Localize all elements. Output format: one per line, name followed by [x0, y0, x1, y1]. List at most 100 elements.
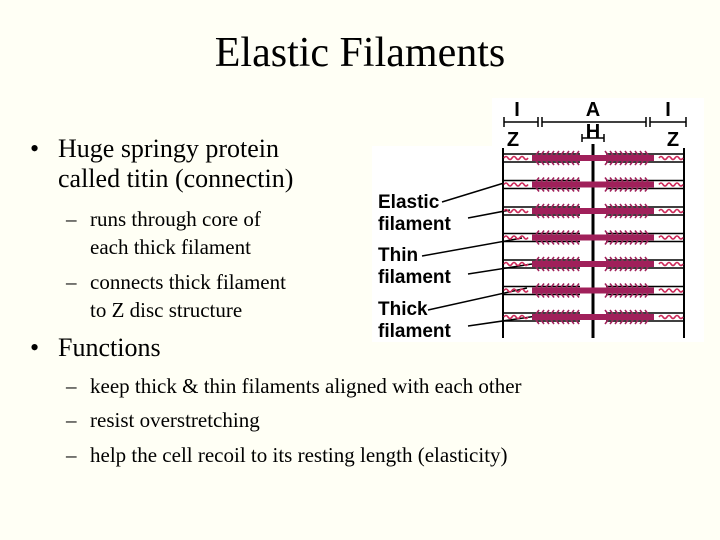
myosin-head — [619, 177, 624, 182]
myosin-head — [555, 203, 560, 209]
myosin-head — [535, 293, 540, 298]
myosin-head — [535, 256, 540, 262]
myosin-head — [604, 283, 609, 288]
myosin-head — [644, 309, 649, 315]
label-thin-1: Thin — [378, 245, 418, 266]
myosin-head — [639, 187, 644, 192]
myosin-head — [619, 309, 624, 315]
myosin-head — [629, 203, 634, 209]
myosin-head — [639, 293, 644, 298]
myosin-head — [614, 160, 619, 166]
myosin-head — [565, 240, 570, 245]
myosin-head — [604, 240, 609, 245]
myosin-head — [619, 293, 624, 298]
myosin-head — [560, 319, 565, 325]
myosin-head — [545, 309, 550, 315]
myosin-head — [565, 203, 570, 209]
myosin-head — [629, 230, 634, 235]
myosin-head — [535, 203, 540, 209]
myosin-head — [609, 319, 614, 325]
myosin-head — [565, 256, 570, 262]
myosin-head — [614, 319, 619, 325]
myosin-head — [634, 240, 639, 245]
myosin-head — [614, 293, 619, 298]
myosin-head — [555, 150, 560, 156]
band-label-h: H — [586, 121, 600, 143]
band-label-a: A — [586, 99, 600, 121]
myosin-head — [560, 293, 565, 298]
myosin-head — [634, 293, 639, 298]
myosin-head — [614, 177, 619, 182]
myosin-head — [550, 213, 555, 219]
label-thick-2: filament — [378, 321, 452, 342]
myosin-head — [540, 230, 545, 235]
myosin-head — [575, 319, 580, 325]
myosin-head — [560, 240, 565, 245]
sub-text: help the cell recoil to its resting leng… — [90, 443, 508, 467]
myosin-head — [604, 177, 609, 182]
myosin-head — [570, 177, 575, 182]
thick-filament — [532, 155, 654, 161]
elastic-filament — [503, 261, 529, 267]
sarcomere-svg: I A I Z H Z Elastic filament Thin filame… — [372, 98, 704, 342]
myosin-head — [555, 177, 560, 182]
elastic-filament — [658, 155, 684, 161]
band-label-i-right: I — [665, 99, 671, 121]
myosin-head — [609, 177, 614, 182]
myosin-head — [604, 266, 609, 272]
myosin-head — [604, 160, 609, 166]
myosin-head — [624, 293, 629, 298]
myosin-head — [535, 213, 540, 219]
band-brackets — [503, 117, 687, 142]
myosin-head — [639, 150, 644, 156]
myosin-head — [535, 319, 540, 325]
myosin-head — [575, 213, 580, 219]
myosin-head — [624, 203, 629, 209]
myosin-head — [629, 256, 634, 262]
label-thick-1: Thick — [378, 299, 428, 320]
sub-text: keep thick & thin filaments aligned with… — [90, 374, 522, 398]
myosin-head — [644, 256, 649, 262]
myosin-head — [619, 150, 624, 156]
myosin-head — [545, 293, 550, 298]
myosin-head — [604, 230, 609, 235]
myosin-head — [540, 293, 545, 298]
myosin-head — [565, 293, 570, 298]
myosin-head — [565, 160, 570, 166]
myosin-head — [604, 256, 609, 262]
myosin-head — [619, 319, 624, 325]
myosin-head — [560, 187, 565, 192]
myosin-head — [619, 160, 624, 166]
myosin-head — [624, 309, 629, 315]
thick-filament — [532, 287, 654, 294]
bullet-text: Functions — [58, 333, 161, 362]
sub-bullet-recoil: –help the cell recoil to its resting len… — [66, 441, 508, 469]
myosin-head — [565, 309, 570, 315]
myosin-head — [614, 256, 619, 262]
elastic-filament — [658, 261, 684, 267]
elastic-filament — [658, 182, 684, 187]
myosin-head — [609, 230, 614, 235]
myosin-head — [570, 213, 575, 219]
myosin-head — [624, 150, 629, 156]
myosin-head — [609, 213, 614, 219]
elastic-filament — [503, 182, 529, 187]
elastic-filament — [658, 288, 684, 293]
myosin-head — [614, 266, 619, 272]
myosin-head — [644, 160, 649, 166]
myosin-head — [555, 213, 560, 219]
elastic-filament — [503, 208, 529, 214]
myosin-head — [575, 266, 580, 272]
myosin-head — [639, 203, 644, 209]
myosin-head — [570, 319, 575, 325]
myosin-head — [565, 150, 570, 156]
myosin-head — [575, 256, 580, 262]
band-label-i-left: I — [514, 99, 520, 121]
myosin-head — [624, 177, 629, 182]
myosin-head — [634, 230, 639, 235]
myosin-head — [644, 177, 649, 182]
myosin-head — [644, 293, 649, 298]
myosin-head — [634, 256, 639, 262]
myosin-head — [634, 177, 639, 182]
myosin-head — [619, 256, 624, 262]
